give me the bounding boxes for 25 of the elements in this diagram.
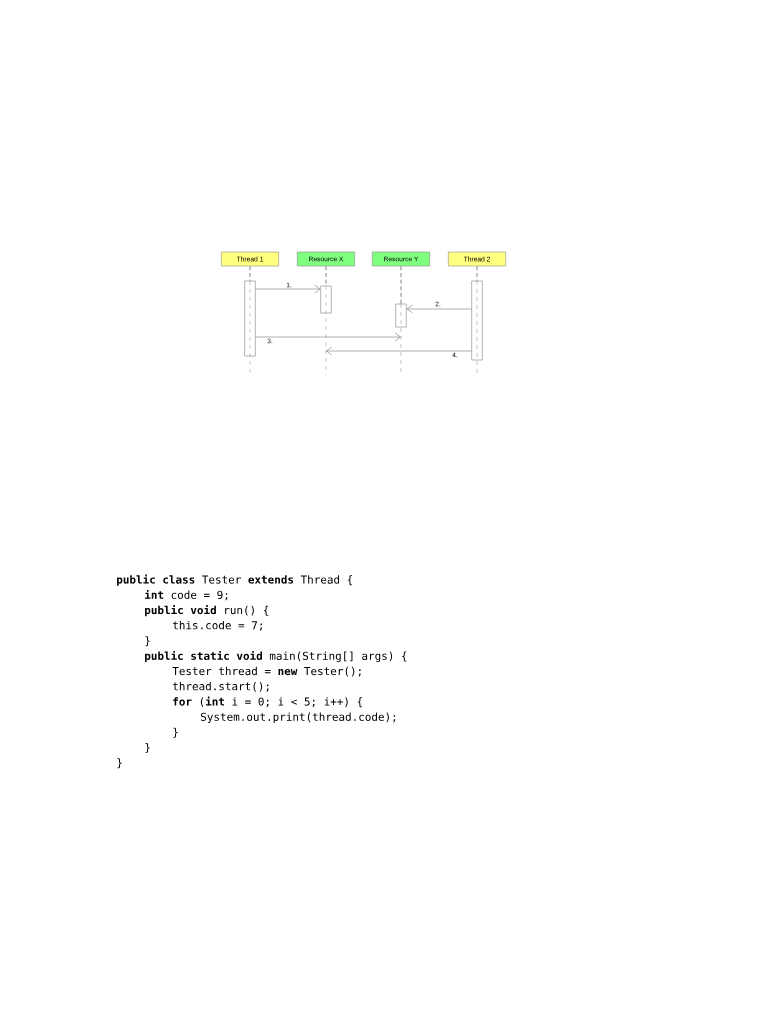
code-line: for (int i = 0; i < 5; i++) { — [173, 696, 362, 708]
activation-bar — [244, 280, 256, 357]
lifeline — [325, 265, 327, 287]
activation-bar — [395, 303, 407, 328]
lifeline — [400, 265, 402, 305]
code-line: System.out.print(thread.code); — [201, 712, 396, 724]
code-line: thread.start(); — [172, 681, 269, 692]
code-line: int code = 9; — [145, 589, 228, 601]
message-arrow — [406, 304, 472, 314]
code-line: Tester thread = new Tester(); — [172, 666, 361, 677]
code-line: public void run() { — [145, 605, 269, 617]
message-arrow — [326, 346, 472, 356]
code-line: } — [145, 742, 150, 753]
code-line: } — [173, 727, 178, 738]
code-line: public static void main(String[] args) { — [145, 650, 407, 663]
lifeline — [249, 265, 251, 282]
code-line: public class Tester extends Thread { — [117, 574, 353, 586]
lifeline — [476, 265, 478, 282]
code-line: this.code = 7; — [172, 620, 262, 631]
message-arrow — [255, 284, 321, 294]
activation-bar — [320, 285, 332, 314]
message-arrow — [255, 332, 401, 342]
code-line: } — [117, 758, 122, 769]
code-line: } — [145, 636, 150, 647]
activation-bar — [471, 280, 483, 361]
